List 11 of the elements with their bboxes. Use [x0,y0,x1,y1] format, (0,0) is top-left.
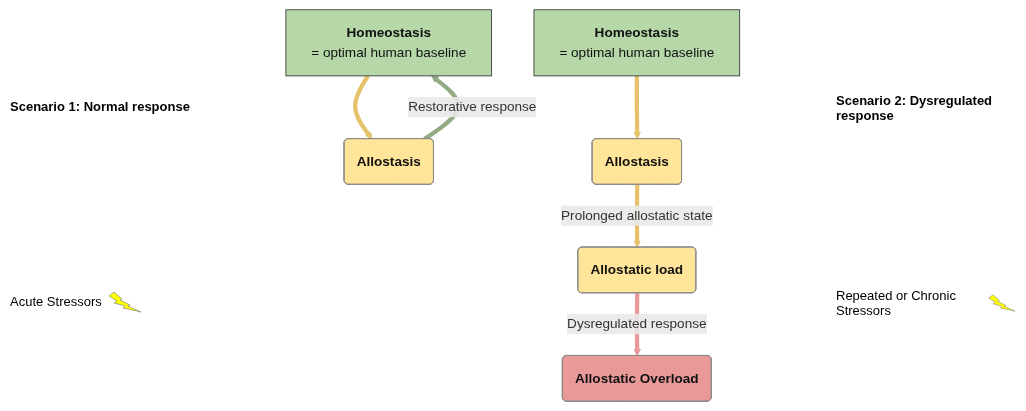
stressor-label: Repeated or Chronic Stressors [836,288,957,319]
arrow [633,75,642,140]
arrow [353,74,373,140]
scenario-heading: Scenario 1: Normal response [10,98,190,114]
stressor-label: Acute Stressors [10,294,102,309]
scenario-heading: Scenario 2: Dysregulated response [836,92,994,123]
edge-label: Prolonged allostatic state [561,208,713,223]
node-box: Homeostasis = optimal human baseline [533,9,741,77]
edge-label: Restorative response [408,99,537,114]
node-box: Homeostasis = optimal human baseline [285,9,493,77]
edge-label: Dysregulated response [567,316,707,331]
